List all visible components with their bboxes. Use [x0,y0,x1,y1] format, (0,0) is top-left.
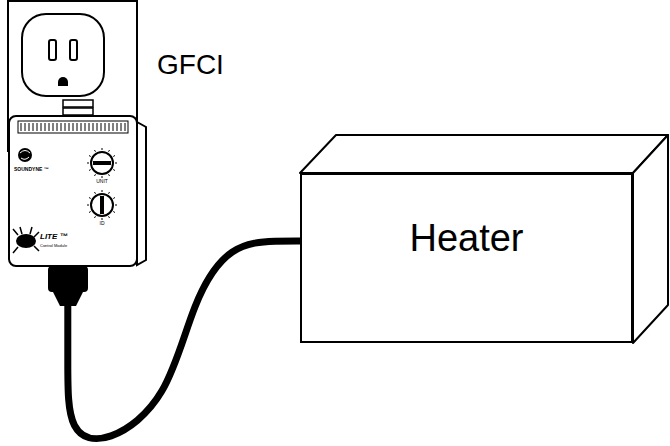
vent-line [125,123,126,131]
dial-tick [102,176,103,178]
control-module: SOUNDYNE ™ UNIT ID LITE ™ Control Module [8,115,138,267]
dial-tick [109,216,110,218]
vent-line [73,123,74,131]
dial-tick [113,156,115,157]
dial-tick [109,150,110,152]
vent-line [65,123,66,131]
vent-line [41,123,42,131]
dial-slot [93,161,111,165]
plug-strain-relief [52,290,84,306]
vent-line [29,123,30,131]
outlet-type-label: GFCI [157,51,224,79]
product-subtitle: Control Module [40,244,67,248]
dial-tick [115,205,117,206]
vent-line [61,123,62,131]
vent-line [109,123,110,131]
outlet-face [22,14,104,96]
module-face-illustration [10,117,136,265]
vent-line [117,123,118,131]
dial-tick [95,216,96,218]
vent-line [25,123,26,131]
dial-tick [113,198,115,199]
heater-side-face [633,135,668,343]
dial-tick [89,170,91,171]
dial-tick [89,156,91,157]
outlet-slot [49,40,56,60]
rotary-dial [91,152,113,174]
heater-label: Heater [409,219,523,257]
vent-line [93,123,94,131]
vent-line [37,123,38,131]
vent-line [21,123,22,131]
power-cord [68,241,300,439]
vent-line [57,123,58,131]
dial-tick [95,174,96,176]
vent-line [77,123,78,131]
globe-logo [18,148,32,162]
dial-tick [89,198,91,199]
dial-label: ID [100,221,105,226]
bug-logo [16,234,36,248]
module-side [137,122,146,265]
dial-tick [95,150,96,152]
dial-tick [109,192,110,194]
vent-line [49,123,50,131]
heater-top-face [300,135,668,173]
plug-prong [63,108,93,115]
vent-strip [18,121,128,133]
vent-line [97,123,98,131]
vent-line [45,123,46,131]
vent-line [105,123,106,131]
vent-line [101,123,102,131]
dial-tick [109,174,110,176]
vent-line [85,123,86,131]
vent-line [53,123,54,131]
dial-label: UNIT [96,179,108,184]
outlet-slot [70,40,77,60]
dial-tick [87,205,89,206]
dial-tick [115,163,117,164]
dial-tick [102,218,103,220]
vent-line [121,123,122,131]
vent-line [69,123,70,131]
heater-box: Heater [300,173,633,343]
dial-tick [113,170,115,171]
plug-prong [63,100,93,107]
bug-legs [13,227,39,253]
vent-line [113,123,114,131]
dial-tick [95,192,96,194]
globe-logo-lines [20,151,30,160]
vent-line [81,123,82,131]
dial-slot [100,196,104,214]
brand-text: SOUNDYNE ™ [14,167,49,172]
dial-tick [87,163,89,164]
power-plug [48,266,88,292]
dial-tick [102,148,103,150]
ground-hole [58,77,68,86]
vent-line [89,123,90,131]
dial-tick [89,212,91,213]
product-name: LITE ™ [40,233,68,241]
vent-line [33,123,34,131]
rotary-dial [91,194,113,216]
dial-tick [113,212,115,213]
dial-tick [102,190,103,192]
